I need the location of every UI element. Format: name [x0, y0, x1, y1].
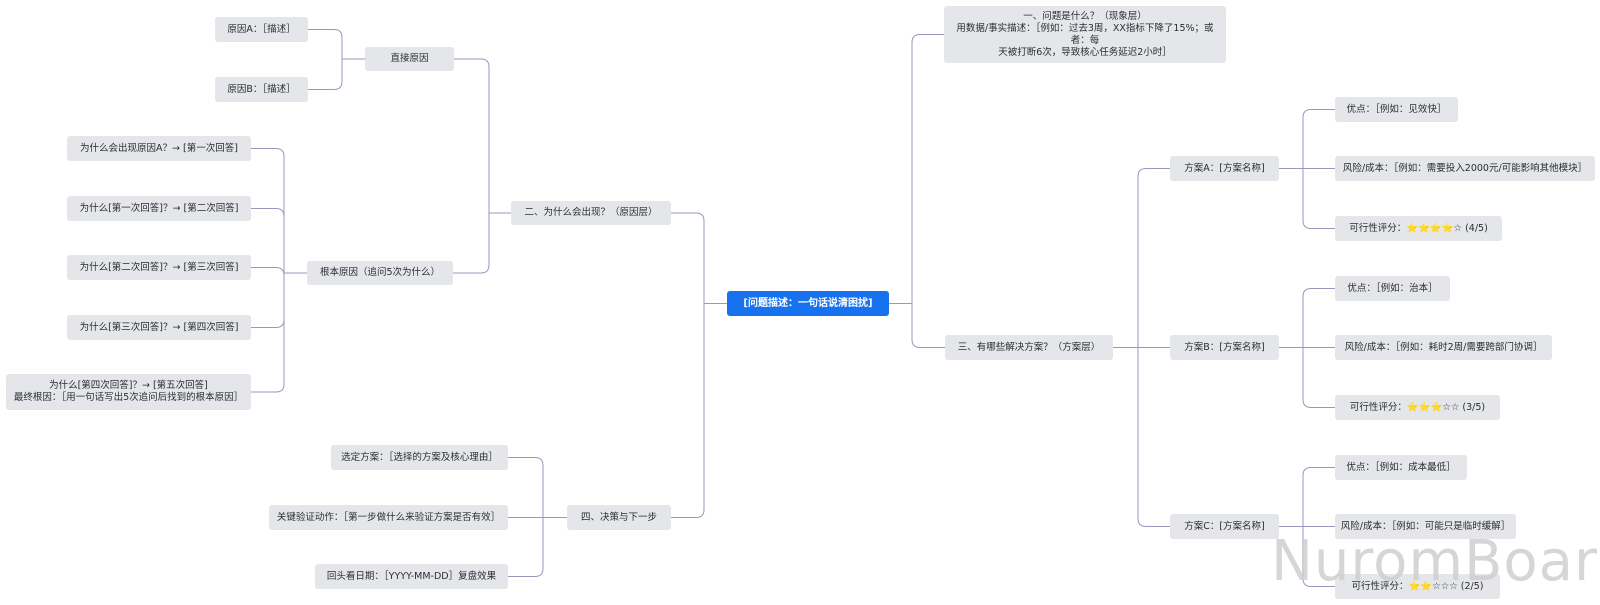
node-plan-b-risk[interactable]: 风险/成本：［例如：耗时2周/需要跨部门协调］ [1335, 335, 1552, 360]
node-review-date[interactable]: 回头看日期：［YYYY-MM-DD］复盘效果 [315, 564, 508, 589]
branch-decision-next-step[interactable]: 四、决策与下一步 [567, 505, 671, 530]
node-plan-a[interactable]: 方案A：[方案名称] [1170, 156, 1279, 181]
node-plan-b[interactable]: 方案B：[方案名称] [1170, 335, 1279, 360]
watermark-logo: NuromBoard [1271, 529, 1600, 594]
branch-solutions[interactable]: 三、有哪些解决方案？（方案层） [945, 335, 1113, 360]
connector-root-right [889, 34, 945, 348]
node-plan-a-risk[interactable]: 风险/成本：［例如：需要投入2000元/可能影响其他模块］ [1335, 156, 1595, 181]
node-plan-c-pro[interactable]: 优点：［例如：成本最低］ [1335, 455, 1467, 480]
node-cause-a[interactable]: 原因A：［描述］ [215, 17, 308, 42]
connector-r-left [251, 148, 307, 393]
node-key-verification[interactable]: 关键验证动作：［第一步做什么来验证方案是否有效］ [269, 505, 508, 530]
connector-pb-right [1279, 288, 1335, 408]
node-why-2[interactable]: 为什么[第一次回答]？→ [第二次回答] [67, 196, 251, 221]
node-chosen-plan[interactable]: 选定方案：［选择的方案及核心理由］ [331, 445, 508, 470]
node-plan-b-pro[interactable]: 优点：［例如：治本］ [1335, 276, 1450, 301]
node-plan-b-score[interactable]: 可行性评分：⭐⭐⭐☆☆ (3/5) [1335, 395, 1500, 420]
node-why-4[interactable]: 为什么[第三次回答]？→ [第四次回答] [67, 315, 251, 340]
node-cause-b[interactable]: 原因B：［描述］ [215, 77, 308, 102]
node-plan-c-score[interactable]: 可行性评分：⭐⭐☆☆☆ (2/5) [1335, 574, 1500, 599]
node-plan-a-score[interactable]: 可行性评分：⭐⭐⭐⭐☆ (4/5) [1335, 216, 1502, 241]
node-root-cause[interactable]: 根本原因（追问5次为什么） [307, 261, 453, 285]
node-plan-c[interactable]: 方案C：[方案名称] [1170, 514, 1279, 539]
root-topic[interactable]: [问题描述：一句话说清困扰] [727, 291, 889, 316]
node-plan-c-risk[interactable]: 风险/成本：［例如：可能只是临时缓解］ [1335, 514, 1516, 539]
connector-pa-right [1279, 109, 1335, 229]
node-direct-cause[interactable]: 直接原因 [365, 47, 454, 71]
node-why-5-final-root-cause[interactable]: 为什么[第四次回答]？→ [第五次回答] 最终根因：［用一句话写出5次追问后找到… [6, 374, 251, 410]
node-why-1[interactable]: 为什么会出现原因A？→ [第一次回答] [67, 136, 251, 161]
connector-b4-left [508, 457, 567, 577]
connector-b3-right [1113, 168, 1170, 527]
branch-problem-phenomenon[interactable]: 一、问题是什么？（现象层） 用数据/事实描述：［例如：过去3周，XX指标下降了1… [944, 6, 1226, 63]
connector-b2-left [453, 58, 511, 274]
node-why-3[interactable]: 为什么[第二次回答]？→ [第三次回答] [67, 255, 251, 280]
connector-d-left [308, 29, 365, 90]
node-plan-a-pro[interactable]: 优点：［例如：见效快］ [1335, 97, 1458, 122]
branch-why-cause[interactable]: 二、为什么会出现？（原因层） [511, 201, 671, 225]
connector-root-left [671, 212, 727, 518]
